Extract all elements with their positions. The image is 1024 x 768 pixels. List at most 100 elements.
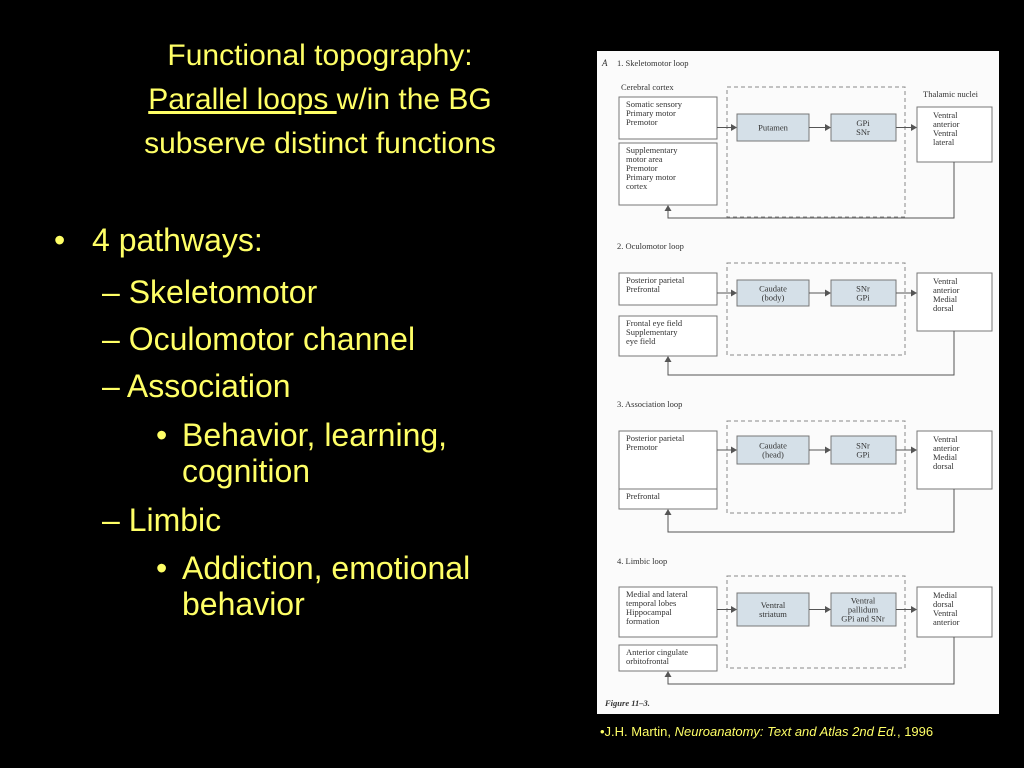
striatum-box xyxy=(736,113,810,142)
cortex-area-label: Prefrontal xyxy=(626,284,661,294)
title-line-3: subserve distinct functions xyxy=(144,127,496,160)
thalamus-label: anterior xyxy=(933,119,960,129)
loop-title-skeletomotor: 1. Skeletomotor loop xyxy=(617,58,689,68)
striatum-label: Putamen xyxy=(758,123,788,133)
sub-bullet-marker: • xyxy=(156,417,168,453)
cortex-area-label: cortex xyxy=(626,181,648,191)
bullet-skeletomotor: – Skeletomotor xyxy=(102,274,318,310)
cortex-box xyxy=(618,96,718,140)
thalamus-label: anterior xyxy=(933,617,960,627)
arrow-head xyxy=(911,124,917,131)
arrow-head xyxy=(825,124,831,131)
citation-year: , 1996 xyxy=(896,724,934,739)
striatum-label: Caudate xyxy=(759,284,787,294)
arrow-head xyxy=(911,446,917,454)
thalamus-label: Ventral xyxy=(933,110,958,120)
loop-title-l3: 3. Association loop xyxy=(617,399,682,409)
thalamus-label: lateral xyxy=(933,137,955,147)
cortex-area-label: eye field xyxy=(626,336,656,346)
pallidum-box xyxy=(830,113,897,142)
pallidum-label: Ventral xyxy=(851,596,876,606)
bullet-pathways: 4 pathways: xyxy=(92,222,263,258)
cortex-area-label: Somatic sensory xyxy=(626,99,683,109)
arrow-head xyxy=(911,289,917,297)
striatum-label: Caudate xyxy=(759,441,787,451)
citation: •J.H. Martin, Neuroanatomy: Text and Atl… xyxy=(600,724,1020,740)
basal-ganglia-region xyxy=(726,86,906,218)
thalamus-box xyxy=(916,586,993,638)
arrow-head xyxy=(825,446,831,454)
cortex-area-label: formation xyxy=(626,616,660,626)
arrow-head xyxy=(664,671,672,677)
thalamus-label: dorsal xyxy=(933,303,954,313)
bullet-marker: • xyxy=(54,222,66,258)
cortex-area-label: orbitofrontal xyxy=(626,656,670,666)
thalamus-label: Medial xyxy=(933,294,958,304)
thalamus-box xyxy=(916,272,993,332)
cortex-area-label: Supplementary xyxy=(626,145,678,155)
thalamus-label: Ventral xyxy=(933,276,958,286)
cortex-box xyxy=(618,586,718,638)
thalamus-label: Ventral xyxy=(933,434,958,444)
bullet-oculomotor: – Oculomotor channel xyxy=(102,321,416,357)
loop-title-l4: 4. Limbic loop xyxy=(617,556,667,566)
striatum-label: Ventral xyxy=(761,600,786,610)
thalamocortical-feedback-line xyxy=(667,331,955,376)
bullet-limbic: – Limbic xyxy=(102,502,222,538)
thalamocortical-feedback-line xyxy=(667,162,955,219)
cortex-area-label: Prefrontal xyxy=(626,491,661,501)
pallidum-label: GPi xyxy=(856,293,870,303)
cortex-area-label: Supplementary xyxy=(626,327,678,337)
arrow-head xyxy=(825,289,831,297)
bullet-association: – Association xyxy=(102,368,291,404)
arrow-head xyxy=(664,205,672,211)
arrow-head xyxy=(731,289,737,297)
title-line-2-rest: w/in the BG xyxy=(336,83,492,116)
thalamocortical-feedback-line xyxy=(667,489,955,533)
cortex-box xyxy=(618,644,718,672)
striatum-label: striatum xyxy=(759,609,787,619)
cortex-area-label: Anterior cingulate xyxy=(626,647,688,657)
thalamocortical-feedback-line xyxy=(667,637,955,685)
thalamic-nuclei-header: Thalamic nuclei xyxy=(923,89,979,99)
citation-author: •J.H. Martin, xyxy=(600,724,675,739)
pallidum-label: SNr xyxy=(856,284,870,294)
panel-label: A xyxy=(601,58,608,68)
thalamus-label: Ventral xyxy=(933,128,958,138)
sub-bullet-addiction: Addiction, emotional xyxy=(182,550,471,586)
title-line-2: Parallel loops w/in the BG xyxy=(60,78,580,122)
thalamus-box xyxy=(916,106,993,163)
basal-ganglia-region xyxy=(726,420,906,514)
cortex-box xyxy=(618,430,718,490)
thalamus-label: dorsal xyxy=(933,599,954,609)
title-line-1: Functional topography: xyxy=(167,39,473,72)
pallidum-box xyxy=(830,435,897,465)
sub-bullet-addiction-cont: behavior xyxy=(182,586,305,622)
thalamus-label: anterior xyxy=(933,285,960,295)
cortex-area-label: Primary motor xyxy=(626,172,676,182)
thalamus-label: Medial xyxy=(933,452,958,462)
cortex-area-label: Premotor xyxy=(626,442,658,452)
cortex-area-label: temporal lobes xyxy=(626,598,676,608)
arrow-head xyxy=(731,124,737,131)
arrow-head xyxy=(911,606,917,613)
cortex-area-label: Premotor xyxy=(626,117,658,127)
cortex-area-label: Posterior parietal xyxy=(626,433,685,443)
thalamus-label: Ventral xyxy=(933,608,958,618)
slide-title: Functional topography: Parallel loops w/… xyxy=(60,34,580,166)
cortex-area-label: motor area xyxy=(626,154,663,164)
thalamus-label: dorsal xyxy=(933,461,954,471)
citation-book: Neuroanatomy: Text and Atlas 2nd Ed. xyxy=(674,724,897,739)
pallidum-label: GPi xyxy=(856,118,870,128)
cortex-box xyxy=(618,142,718,206)
loop-title-l2: 2. Oculomotor loop xyxy=(617,241,684,251)
cortex-area-label: Hippocampal xyxy=(626,607,672,617)
pallidum-label: GPi xyxy=(856,450,870,460)
pallidum-box xyxy=(830,592,897,627)
cerebral-cortex-header: Cerebral cortex xyxy=(621,82,674,92)
arrow-head xyxy=(825,606,831,613)
sub-bullet-behavior: Behavior, learning, xyxy=(182,417,448,453)
figure-caption: Figure 11–3. xyxy=(604,698,650,708)
